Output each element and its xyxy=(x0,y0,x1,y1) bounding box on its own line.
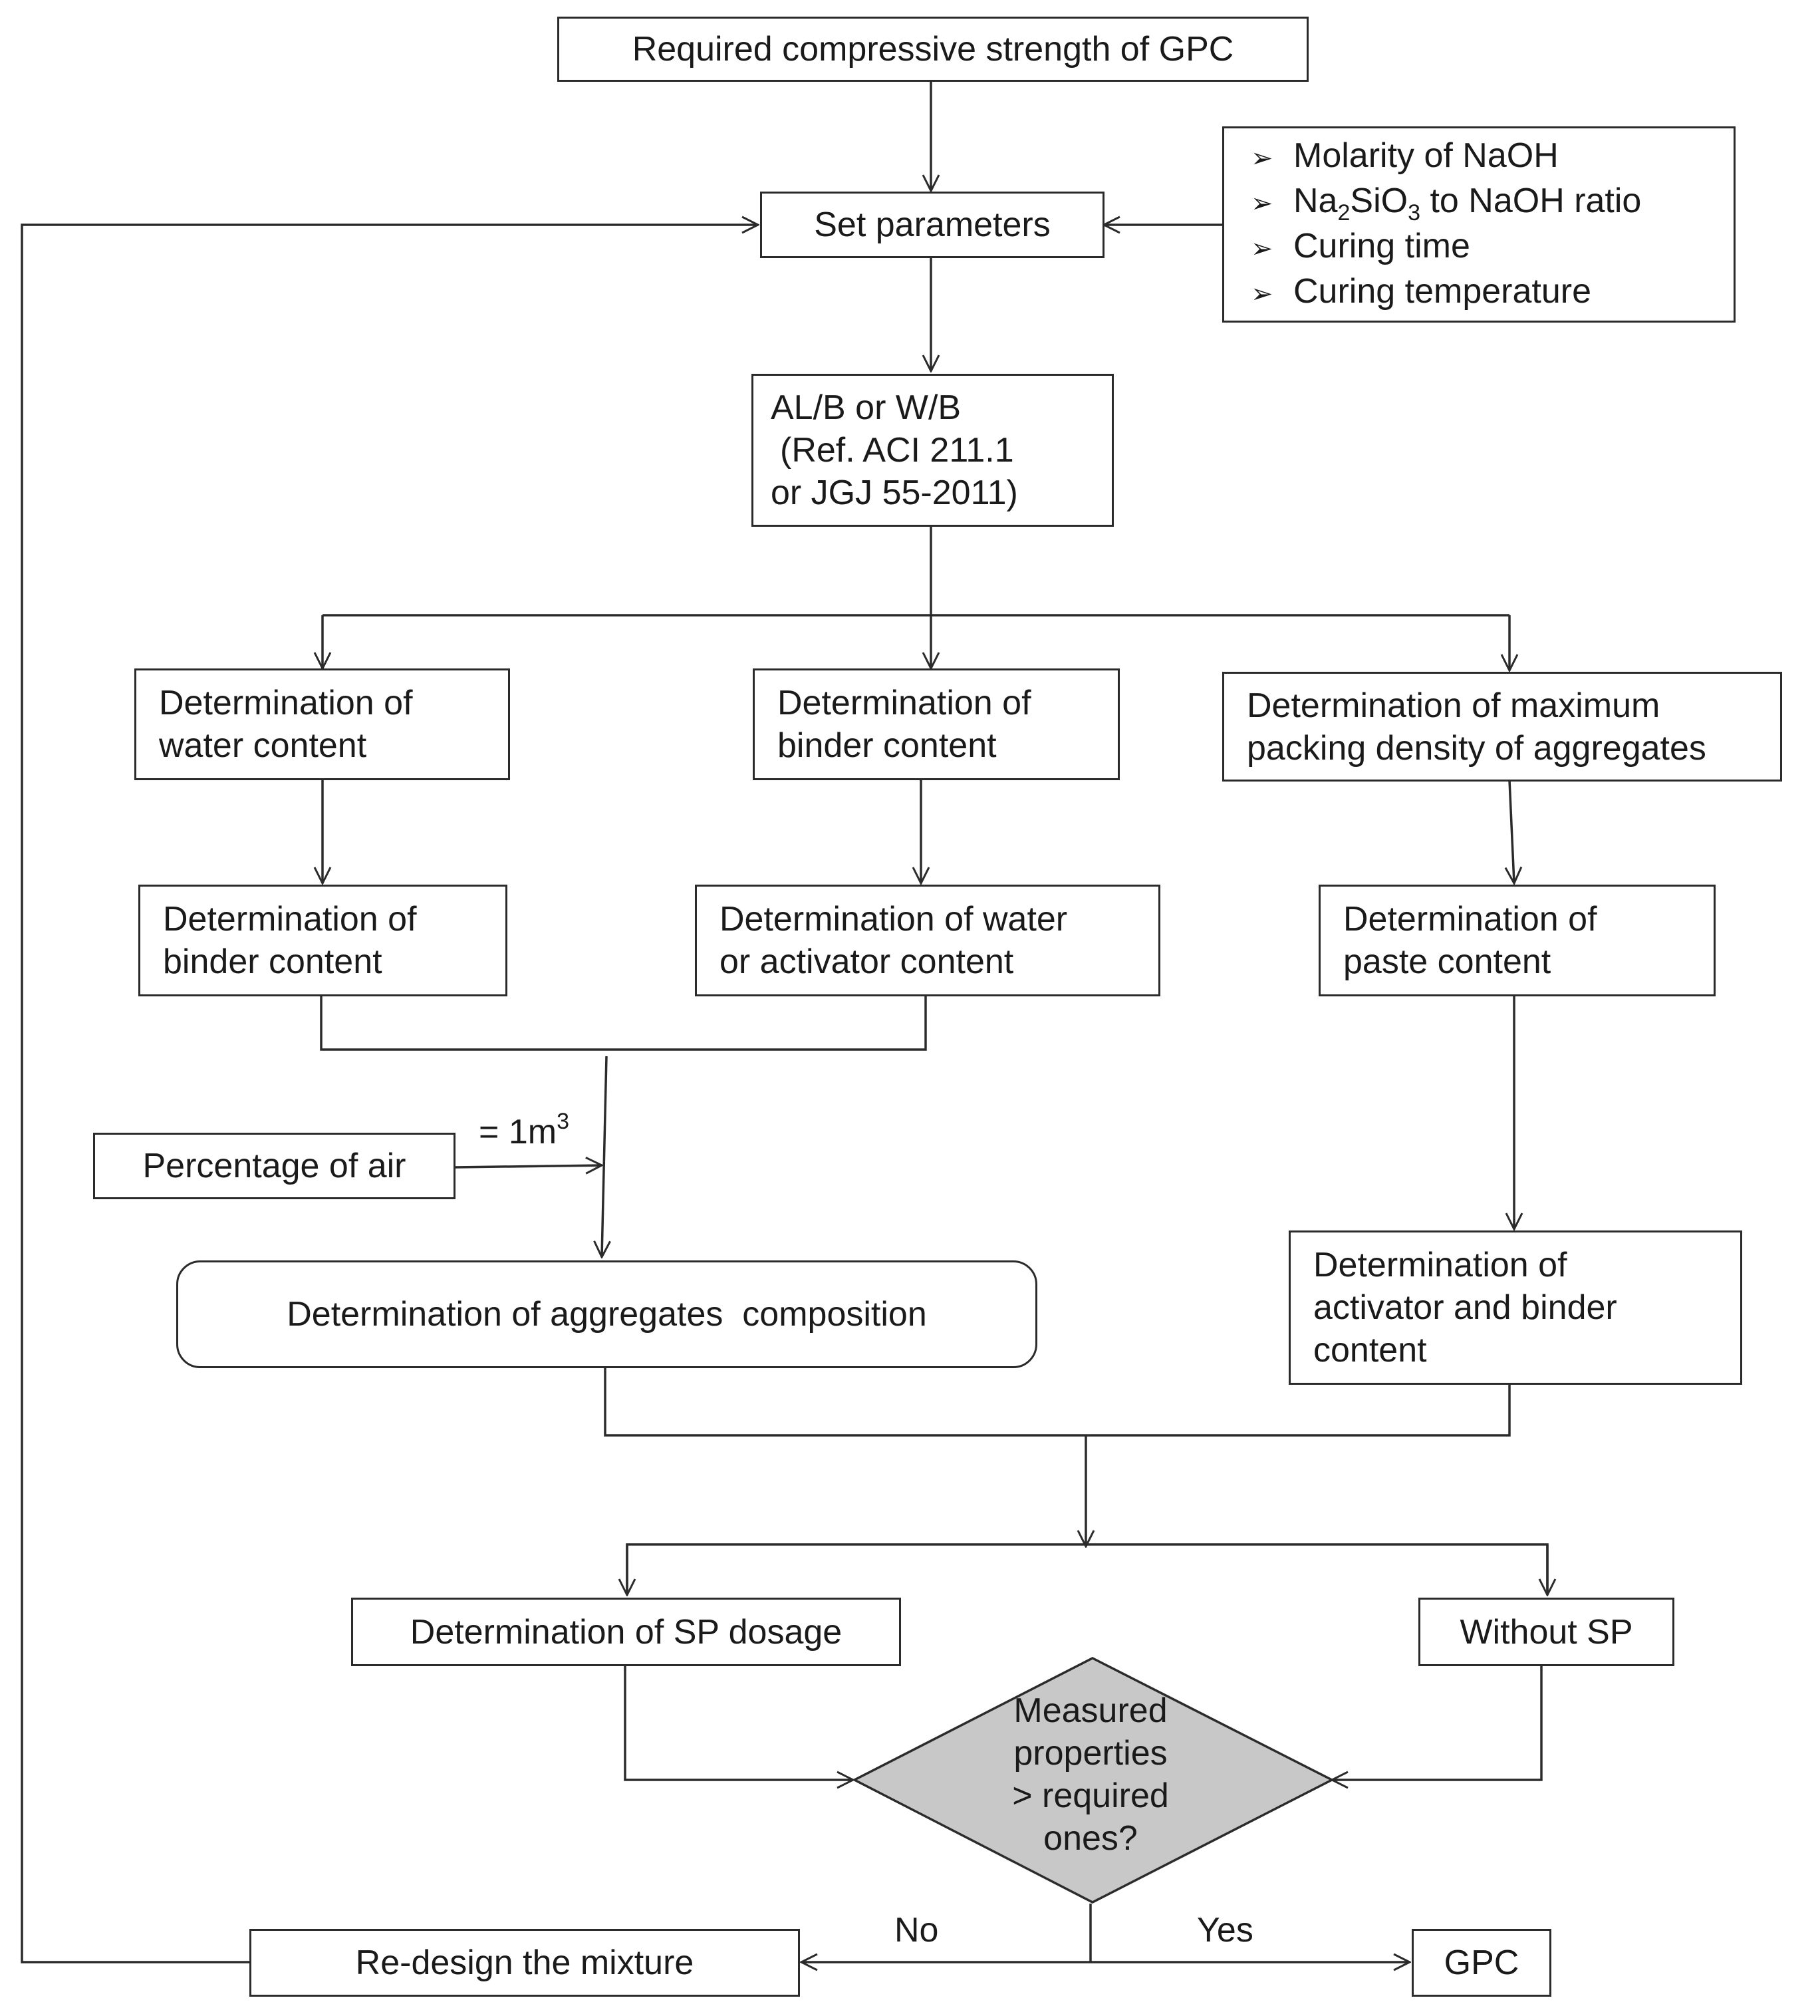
parameter-item-ratio: Na2SiO3 to NaOH ratio xyxy=(1251,180,1711,225)
edge-without-sp-to-decision xyxy=(1332,1666,1543,1780)
decision-diamond xyxy=(852,1657,1335,1904)
aggregates-composition-box: Determination of aggregates composition xyxy=(176,1260,1037,1368)
redesign-label: Re-design the mixture xyxy=(355,1944,694,1982)
merge-left-middle xyxy=(320,993,927,1051)
volume-label: = 1m3 xyxy=(479,1109,569,1151)
percentage-air-label: Percentage of air xyxy=(142,1147,406,1185)
edge-label-yes: Yes xyxy=(1197,1911,1253,1949)
parameter-item-curing-time: Curing time xyxy=(1251,225,1711,270)
redesign-box: Re-design the mixture xyxy=(249,1929,800,1997)
edge-air-to-merge xyxy=(454,1165,602,1167)
edge-feedback-loop xyxy=(21,225,758,1963)
ratio-line-2: (Ref. ACI 211.1 xyxy=(780,431,1014,470)
parameter-item-curing-temperature: Curing temperature xyxy=(1251,270,1711,315)
ratio-line-3: or JGJ 55-2011) xyxy=(771,474,1018,512)
ratio-box: AL/B or W/B (Ref. ACI 211.1 or JGJ 55-20… xyxy=(751,374,1114,527)
parameters-list-box: Molarity of NaOH Na2SiO3 to NaOH ratio C… xyxy=(1222,126,1736,323)
decision-text: Measured properties > required ones? xyxy=(1012,1691,1169,1858)
packing-density-box: Determination of maximum packing density… xyxy=(1222,672,1782,782)
sp-dosage-label: Determination of SP dosage xyxy=(410,1612,843,1652)
aggregates-composition-label: Determination of aggregates composition xyxy=(287,1295,927,1334)
paste-content-box: Determination of paste content xyxy=(1319,885,1716,996)
required-strength-box: Required compressive strength of GPC xyxy=(557,17,1309,82)
water-activator-content-box: Determination of water or activator cont… xyxy=(695,885,1160,996)
percentage-air-box: Percentage of air xyxy=(93,1133,455,1199)
branch-row-2 xyxy=(626,1543,1549,1591)
gpc-label: GPC xyxy=(1444,1944,1519,1982)
sp-dosage-box: Determination of SP dosage xyxy=(351,1598,901,1666)
gpc-box: GPC xyxy=(1412,1929,1551,1997)
activator-binder-box: Determination of activator and binder co… xyxy=(1289,1230,1742,1385)
binder-content-mid-box: Determination of binder content xyxy=(753,668,1120,780)
ratio-line-1: AL/B or W/B xyxy=(771,388,962,427)
binder-content-left-box: Determination of binder content xyxy=(138,885,507,996)
parameter-item-molarity: Molarity of NaOH xyxy=(1251,134,1711,180)
water-content-box: Determination of water content xyxy=(134,668,510,780)
edge-label-no: No xyxy=(894,1911,939,1949)
required-strength-label: Required compressive strength of GPC xyxy=(632,30,1234,69)
without-sp-label: Without SP xyxy=(1460,1612,1633,1652)
set-parameters-box: Set parameters xyxy=(760,192,1105,258)
edge-sp-to-decision xyxy=(624,1666,853,1780)
without-sp-box: Without SP xyxy=(1418,1598,1674,1666)
edge-packing-to-paste xyxy=(1509,780,1514,883)
set-parameters-label: Set parameters xyxy=(814,206,1051,244)
merge-aggregates-activator xyxy=(604,1367,1511,1437)
edge-merge-to-aggregates xyxy=(602,1056,606,1257)
